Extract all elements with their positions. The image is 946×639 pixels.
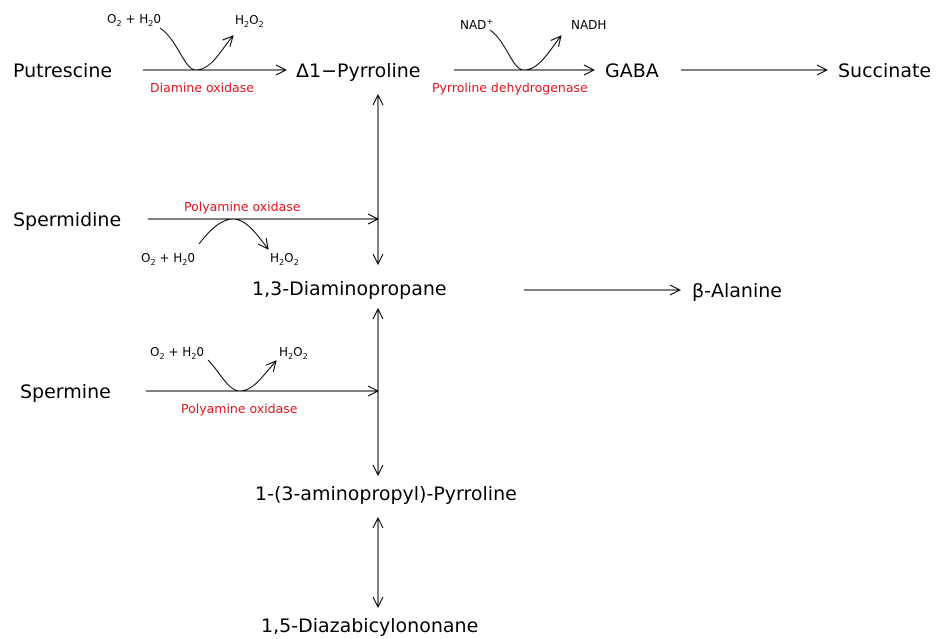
- diazabicyclononane-label: 1,5-Diazabicylononane: [261, 615, 478, 637]
- svg-text:O2 + H20: O2 + H20: [107, 12, 161, 28]
- diamine-oxidase-cofactor-arc: [159, 27, 233, 71]
- h2o2-product-2: H2O2: [270, 251, 299, 267]
- svg-text:H2O2: H2O2: [279, 345, 308, 361]
- o2-h2o-cofactor-3: O2 + H20: [150, 345, 204, 361]
- alanine-label: β-Alanine: [692, 280, 782, 302]
- pyrroline-dehydrogenase-cofactor-arc: [489, 29, 561, 71]
- o2-h2o-cofactor-2: O2 + H20: [141, 251, 195, 267]
- polyamine-oxidase-spermidine-label: Polyamine oxidase: [184, 199, 301, 214]
- pyrroline-label: Δ1−Pyrroline: [296, 60, 421, 82]
- nad-cofactor: NAD+: [460, 17, 493, 32]
- diamine-oxidase-label: Diamine oxidase: [150, 80, 254, 95]
- polyamine-oxidase-cofactor-arc-2: [207, 359, 276, 392]
- spermine-label: Spermine: [20, 381, 111, 403]
- svg-text:O2 + H20: O2 + H20: [141, 251, 195, 267]
- h2o2-product-1: H2O2: [235, 13, 264, 29]
- pyrroline-dehydrogenase-label: Pyrroline dehydrogenase: [432, 80, 588, 95]
- gaba-label: GABA: [605, 60, 659, 82]
- polyamine-oxidase-spermine-label: Polyamine oxidase: [181, 401, 298, 416]
- o2-h2o-cofactor-1: O2 + H20: [107, 12, 161, 28]
- polyamine-oxidase-cofactor-arc-1: [198, 218, 268, 249]
- putrescine-label: Putrescine: [13, 60, 112, 82]
- spermidine-label: Spermidine: [13, 209, 121, 231]
- svg-text:H2O2: H2O2: [270, 251, 299, 267]
- succinate-label: Succinate: [838, 60, 931, 82]
- svg-text:H2O2: H2O2: [235, 13, 264, 29]
- nadh-product: NADH: [571, 18, 606, 32]
- h2o2-product-3: H2O2: [279, 345, 308, 361]
- svg-text:O2 + H20: O2 + H20: [150, 345, 204, 361]
- diaminopropane-label: 1,3-Diaminopropane: [252, 278, 447, 300]
- svg-text:NAD+: NAD+: [460, 17, 493, 32]
- aminopropyl-pyrroline-label: 1-(3-aminopropyl)-Pyrroline: [255, 483, 517, 505]
